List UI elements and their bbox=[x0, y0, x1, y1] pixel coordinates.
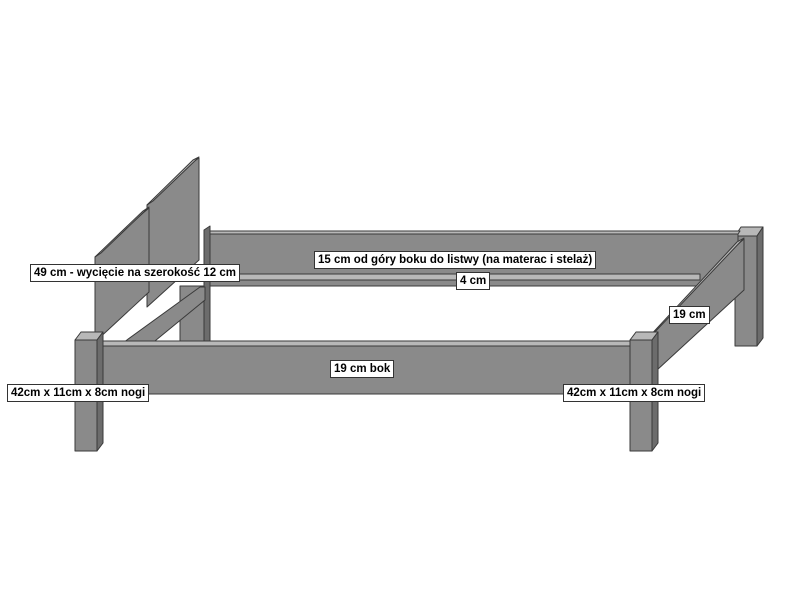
label-ledger: 4 cm bbox=[456, 272, 491, 290]
headboard-panel-outer bbox=[146, 156, 200, 308]
label-side-rail: 19 cm bok bbox=[330, 360, 395, 378]
label-leg-left: 42cm x 11cm x 8cm nogi bbox=[7, 384, 150, 402]
label-leg-right: 42cm x 11cm x 8cm nogi bbox=[563, 384, 706, 402]
label-headboard-cut: 49 cm - wycięcie na szerokość 12 cm bbox=[30, 264, 241, 282]
ledger-strip bbox=[203, 273, 701, 281]
label-slat-position: 15 cm od góry boku do listwy (na materac… bbox=[314, 251, 597, 269]
label-end-rail: 19 cm bbox=[669, 306, 710, 324]
